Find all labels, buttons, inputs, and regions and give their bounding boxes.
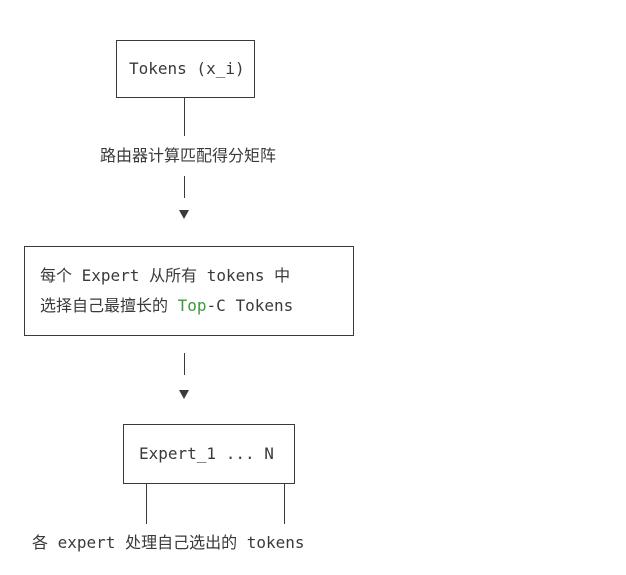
connector-selection-down bbox=[184, 353, 185, 375]
arrow-down-2 bbox=[179, 390, 189, 399]
connector-tokens-down-2 bbox=[184, 176, 185, 198]
selection-box-line2: 选择自己最擅长的 Top-C Tokens bbox=[40, 296, 293, 316]
tokens-box-label: Tokens (x_i) bbox=[129, 59, 245, 78]
selection-line2-before: 选择自己最擅长的 bbox=[40, 296, 178, 315]
connector-tokens-down-1 bbox=[184, 98, 185, 136]
selection-box-line1: 每个 Expert 从所有 tokens 中 bbox=[40, 266, 291, 285]
arrow-down-1 bbox=[179, 210, 189, 219]
selection-box bbox=[24, 246, 354, 336]
router-score-label: 路由器计算匹配得分矩阵 bbox=[100, 146, 277, 165]
selection-line2-accent: Top bbox=[177, 296, 207, 315]
experts-box-label: Expert_1 ... N bbox=[139, 444, 274, 463]
bottom-caption: 各 expert 处理自己选出的 tokens bbox=[32, 533, 305, 552]
experts-leg-right bbox=[284, 484, 285, 524]
experts-leg-left bbox=[146, 484, 147, 524]
selection-line2-after: -C Tokens bbox=[206, 296, 294, 315]
experts-box bbox=[123, 424, 295, 484]
tokens-box bbox=[116, 40, 255, 98]
